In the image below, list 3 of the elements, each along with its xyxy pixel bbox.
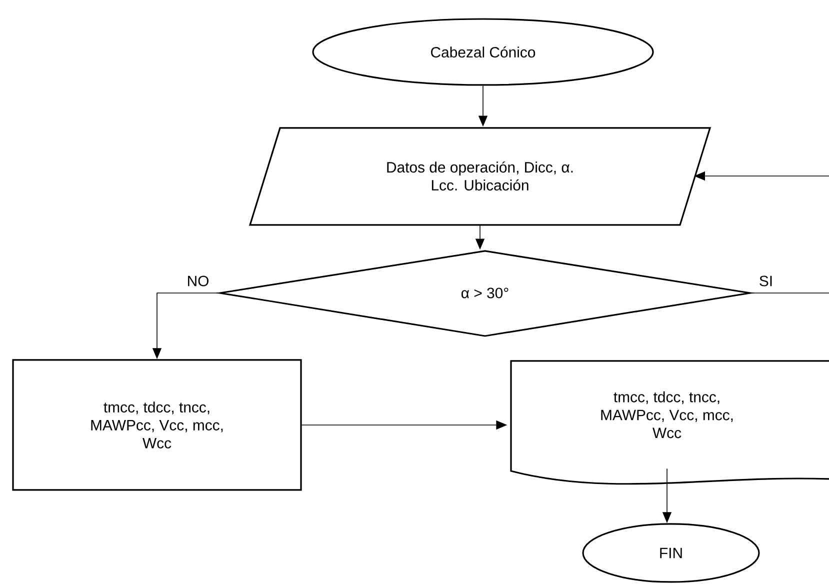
- edge-label: NO: [186, 274, 210, 288]
- edge-label: SI: [758, 274, 774, 288]
- process-box: tmcc, tdcc, tncc, MAWPcc, Vcc, mcc, Wcc: [12, 359, 302, 491]
